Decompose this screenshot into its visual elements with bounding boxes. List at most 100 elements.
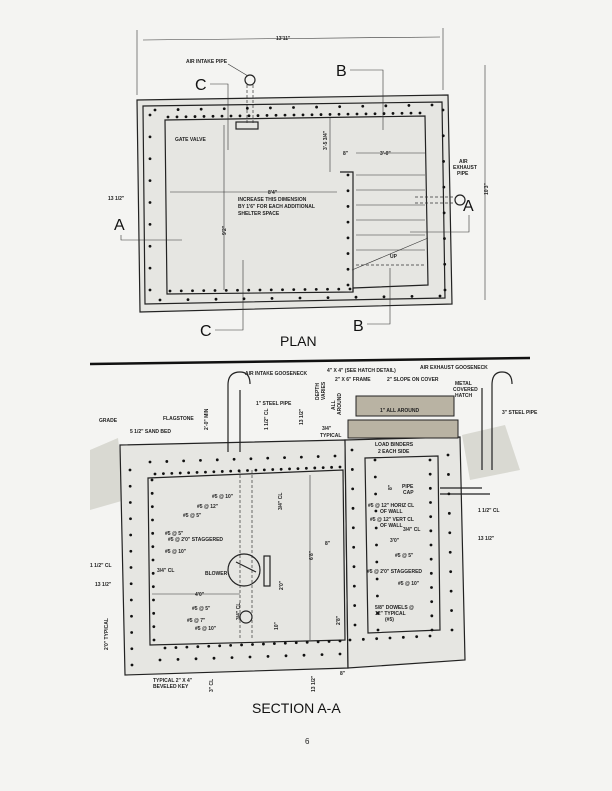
rebar-dot — [348, 287, 352, 291]
rebar-dot — [128, 468, 132, 472]
rebar-dot — [449, 570, 453, 574]
rebar-dot — [350, 448, 354, 452]
svg-text:12" TYPICAL: 12" TYPICAL — [375, 611, 406, 617]
rebar-dot — [207, 644, 211, 648]
rebar-dot — [179, 289, 183, 293]
rebar-dot — [165, 460, 169, 463]
rebar-dot — [269, 288, 273, 292]
rebar-dot — [430, 586, 433, 589]
rebar-dot — [443, 288, 447, 292]
rebar-dot — [262, 642, 265, 646]
rebar-dot — [382, 112, 386, 115]
rebar-dot — [315, 105, 318, 109]
rebar-dot — [168, 289, 172, 293]
rebar-dot — [428, 472, 432, 476]
svg-text:6'8": 6'8" — [309, 550, 315, 560]
rebar-dot — [213, 289, 217, 292]
rebar-dot — [418, 111, 422, 115]
rebar-dot — [130, 663, 134, 667]
svg-text:8": 8" — [325, 541, 331, 547]
rebar-dot — [148, 460, 152, 464]
rebar-dot — [346, 220, 350, 224]
rebar-dot — [158, 658, 162, 662]
rebar-dot — [129, 533, 133, 537]
rebar-dot — [294, 641, 298, 645]
room-depth-dimension: 9'2" — [222, 225, 228, 235]
rebar-dot — [151, 545, 155, 549]
plan-rebar-dots — [148, 103, 447, 302]
air-intake-pipe-icon — [244, 74, 256, 86]
air-exhaust-gooseneck-label: AIR EXHAUST GOOSENECK — [420, 365, 488, 371]
svg-text:2'8": 2'8" — [336, 615, 342, 625]
rebar-dot — [346, 283, 350, 287]
rebar-dot — [361, 637, 365, 641]
rebar-dot — [373, 475, 377, 479]
rebar-dot — [429, 571, 433, 575]
hatch-detail-label: 4" X 4" (SEE HATCH DETAIL) — [327, 368, 396, 374]
svg-text:#5 @ 5": #5 @ 5" — [183, 513, 202, 519]
rebar-dot — [148, 179, 152, 183]
rebar-dot — [319, 113, 323, 116]
rebar-dot — [314, 287, 318, 291]
rebar-dot — [236, 288, 239, 292]
svg-text:ALL: ALL — [331, 400, 337, 410]
rebar-dot — [376, 611, 380, 615]
svg-text:13 1/2": 13 1/2" — [299, 408, 305, 425]
svg-text:TYPICAL 2" X 4": TYPICAL 2" X 4" — [153, 678, 193, 684]
rebar-dot — [443, 262, 447, 266]
rebar-dot — [150, 505, 154, 509]
rebar-dot — [199, 107, 203, 111]
room-width-dimension: 8'4" — [268, 190, 278, 196]
rebar-dot — [429, 501, 432, 504]
rebar-dot — [352, 565, 356, 569]
rebar-dot — [152, 598, 155, 602]
rebar-dot — [194, 657, 198, 661]
rebar-dot — [296, 467, 300, 470]
rebar-dot — [442, 185, 446, 189]
grade-label: GRADE — [99, 418, 118, 424]
gate-valve-label: GATE VALVE — [175, 137, 207, 143]
rebar-dot — [130, 614, 133, 618]
section-top-labels: AIR INTAKE GOOSENECK 4" X 4" (SEE HATCH … — [99, 365, 538, 496]
rebar-dot — [410, 295, 414, 298]
rebar-dot — [152, 638, 156, 642]
rebar-dot — [391, 112, 395, 115]
svg-text:METAL: METAL — [455, 381, 472, 387]
rebar-dot — [428, 486, 432, 490]
svg-text:#5 @ 10": #5 @ 10" — [212, 494, 234, 500]
rebar-dot — [148, 113, 152, 117]
rebar-dot — [382, 295, 386, 299]
rebar-dot — [150, 478, 154, 482]
rebar-dot — [175, 115, 179, 119]
rebar-dot — [415, 635, 419, 639]
rebar-dot — [430, 600, 434, 604]
rebar-dot — [148, 201, 152, 204]
svg-text:OF WALL: OF WALL — [380, 523, 403, 529]
svg-text:BEVELED KEY: BEVELED KEY — [153, 684, 189, 690]
rebar-dot — [247, 288, 251, 292]
svg-text:BY 1'6" FOR EACH ADDITIONAL: BY 1'6" FOR EACH ADDITIONAL — [238, 204, 315, 210]
svg-text:#5 @ 2'0" STAGGERED: #5 @ 2'0" STAGGERED — [367, 569, 422, 575]
rebar-dot — [152, 625, 156, 629]
rebar-dot — [298, 296, 302, 300]
rebar-dot — [246, 469, 249, 472]
rebar-dot — [374, 526, 378, 530]
svg-text:3'0": 3'0" — [390, 538, 400, 544]
rebar-dot — [218, 644, 222, 648]
rebar-dot — [441, 108, 445, 112]
rebar-dot — [186, 298, 190, 301]
frame-label: 2" X 6" FRAME — [335, 377, 371, 383]
rebar-dot — [220, 470, 224, 473]
rebar-dot — [229, 114, 233, 118]
rebar-dot — [148, 157, 152, 161]
section-rebar-dots — [128, 448, 454, 667]
rebar-dot — [353, 604, 357, 607]
svg-text:1" ALL AROUND: 1" ALL AROUND — [380, 408, 420, 414]
rebar-dot — [333, 454, 337, 458]
svg-text:INCREASE THIS DIMENSION: INCREASE THIS DIMENSION — [238, 197, 307, 203]
rebar-dot — [129, 549, 133, 553]
rebar-dot — [158, 298, 162, 302]
section-c-marker-bottom: C — [200, 323, 212, 340]
rebar-dot — [191, 289, 194, 293]
rebar-dot — [232, 457, 236, 461]
